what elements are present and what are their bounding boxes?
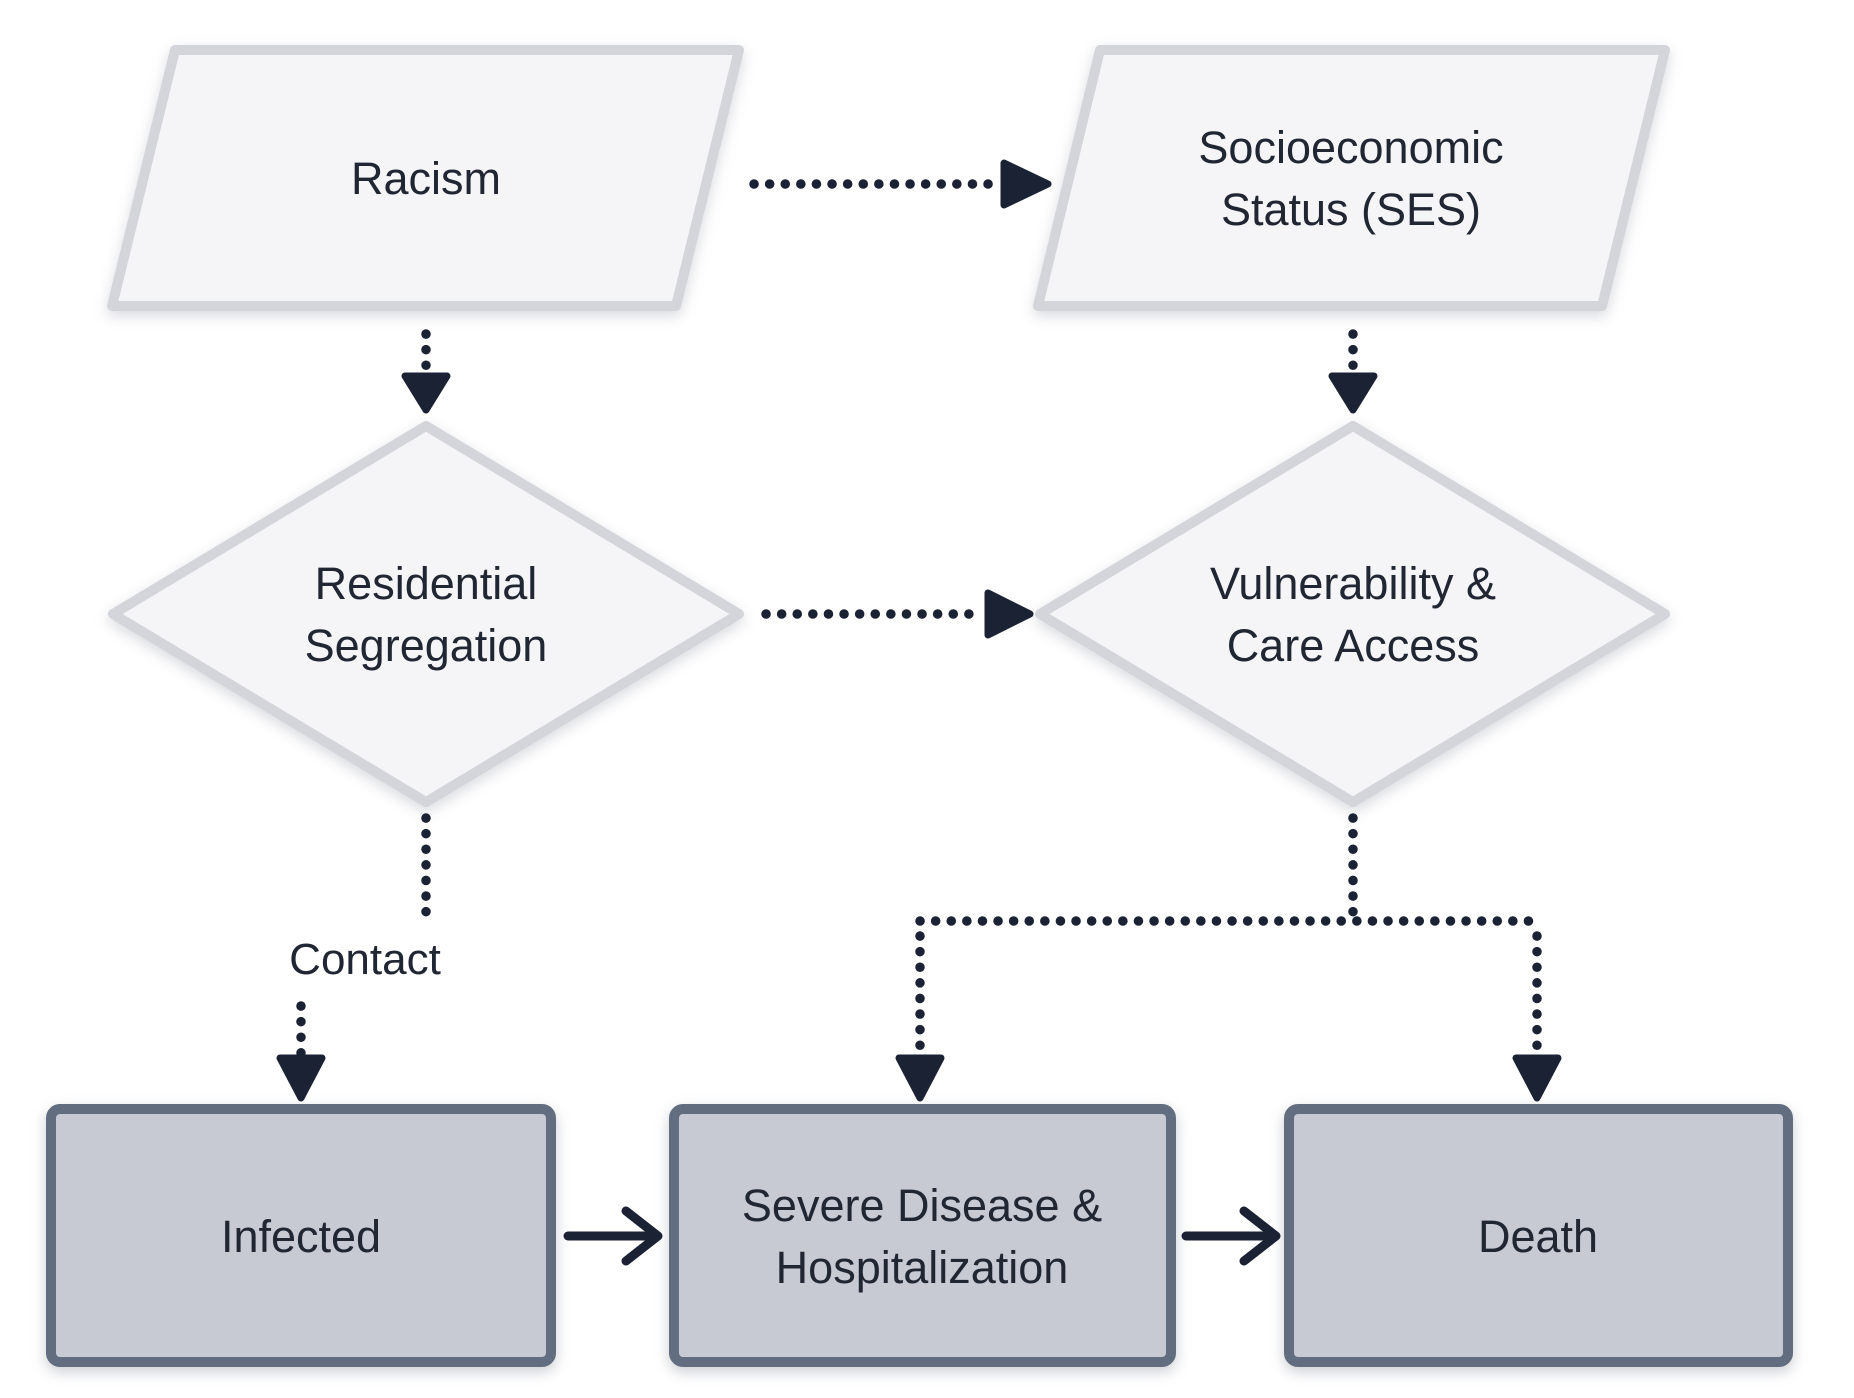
edge-severe-death (1181, 1206, 1281, 1266)
residential-segregation-diamond (108, 421, 744, 807)
infected-box (46, 1104, 556, 1367)
residential-infected-arrowhead-icon (276, 1054, 326, 1102)
racism-label: Racism (351, 153, 501, 204)
edge-infected-severe (563, 1206, 663, 1266)
residential-segregation-label-line1: Residential (315, 558, 538, 609)
node-infected: Infected (46, 1104, 556, 1367)
node-death: Death (1284, 1104, 1793, 1367)
ses-label-line1: Socioeconomic (1198, 122, 1503, 173)
severe-disease-label-line2: Hospitalization (776, 1242, 1069, 1293)
racism-residential-arrowhead-icon (401, 372, 451, 414)
racism-parallelogram (107, 45, 744, 311)
edge-residential-infected: Contact (276, 813, 441, 1102)
severe-disease-label-line1: Severe Disease & (742, 1180, 1102, 1231)
node-racism: Racism (107, 45, 744, 311)
severe-disease-box (669, 1104, 1176, 1367)
vulnerability-care-access-label-line2: Care Access (1227, 620, 1480, 671)
infected-severe-arrowhead-icon (621, 1206, 663, 1266)
racism-ses-arrowhead-icon (1000, 159, 1052, 209)
node-vulnerability-care-access: Vulnerability & Care Access (1035, 421, 1670, 807)
vulnerability-severe-arrowhead-icon (895, 1054, 945, 1102)
contact-edge-label: Contact (289, 935, 441, 984)
death-label: Death (1478, 1211, 1598, 1262)
severe-death-arrowhead-icon (1239, 1206, 1281, 1266)
node-ses: Socioeconomic Status (SES) (1033, 45, 1670, 311)
node-severe-disease-hospitalization: Severe Disease & Hospitalization (669, 1104, 1176, 1367)
edge-vulnerability-outcomes (895, 813, 1562, 1102)
infected-label: Infected (221, 1211, 381, 1262)
edge-ses-vulnerability (1328, 329, 1378, 414)
ses-parallelogram (1033, 45, 1670, 311)
vulnerability-death-arrowhead-icon (1512, 1054, 1562, 1102)
edge-racism-ses (749, 159, 1052, 209)
node-residential-segregation: Residential Segregation (108, 421, 744, 807)
residential-segregation-label-line2: Segregation (305, 620, 548, 671)
residential-vulnerability-arrowhead-icon (984, 589, 1034, 639)
death-box (1284, 1104, 1793, 1367)
ses-label-line2: Status (SES) (1221, 184, 1481, 235)
edge-racism-residential-segregation (401, 329, 451, 414)
vulnerability-care-access-diamond (1035, 421, 1670, 807)
vulnerability-care-access-label-line1: Vulnerability & (1210, 558, 1496, 609)
ses-vulnerability-arrowhead-icon (1328, 372, 1378, 414)
edge-residential-vulnerability (761, 589, 1034, 639)
